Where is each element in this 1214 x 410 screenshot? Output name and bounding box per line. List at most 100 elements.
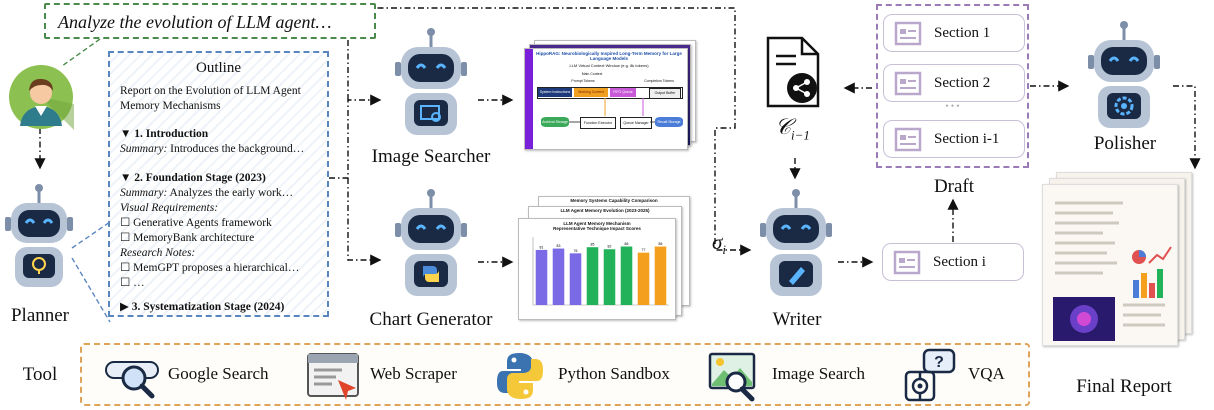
chart-data-label: 77: [642, 248, 646, 252]
outline-section-1: ▼ 1. Introduction: [120, 128, 209, 140]
web-scraper-icon: [307, 353, 359, 400]
user-avatar-icon: [9, 65, 74, 130]
image-doc-archival-storage: Archival Storage: [541, 117, 569, 127]
section-doc-icon: [893, 250, 921, 275]
context-subscript: i−1: [791, 127, 810, 143]
writer-label: Writer: [772, 309, 822, 330]
chart-bar: [603, 249, 616, 305]
tool-bar: Google Search Web Scraper Python Sandbox…: [80, 343, 1030, 406]
impact-bar-chart: 81 83 76 85 82 86 77 86: [532, 237, 669, 306]
image-doc-queue-manager: Queue Manager: [620, 117, 652, 129]
chart-result-stack: Memory Systems Capability Comparison LLM…: [518, 196, 698, 320]
tool-python-sandbox: Python Sandbox: [558, 364, 670, 383]
tool-google-search: Google Search: [168, 364, 269, 383]
context-symbol: 𝒞: [775, 114, 792, 139]
chart-data-label: 76: [574, 249, 578, 253]
chart-bar: [620, 246, 633, 305]
image-doc-output-buffer: Output Buffer: [649, 88, 681, 99]
chart-bar: [552, 248, 565, 305]
outline-section-2: ▼ 2. Foundation Stage (2023): [120, 172, 266, 184]
image-doc-recall-storage: Recall Storage: [655, 117, 683, 127]
image-doc-fifo-queue: FIFO Queue: [610, 88, 636, 97]
image-doc-main-context: Main Context: [581, 72, 603, 76]
draft-ellipsis: • • •: [945, 101, 960, 111]
current-section: Section i: [882, 243, 1024, 281]
chart-data-label: 82: [608, 245, 612, 249]
image-doc-title: HippoRAG: Neurobiologically Inspired Lon…: [536, 51, 682, 61]
draft-section-1: Section 1: [883, 14, 1025, 52]
sigma-symbol: σ: [712, 230, 723, 254]
image-doc-subtitle: LLM Virtual Context Window (e.g. 8k toke…: [569, 63, 649, 68]
chart-bar: [569, 253, 582, 305]
planner-robot-icon: [5, 184, 73, 287]
tool-image-search: Image Search: [772, 364, 865, 383]
chart-data-label: 86: [659, 242, 663, 246]
tool-vqa: VQA: [968, 364, 1005, 383]
image-search-icon: [708, 352, 756, 402]
section-doc-icon: [894, 21, 922, 46]
research-notes-label: Research Notes:: [120, 247, 196, 259]
chart-bar: [586, 247, 599, 305]
summary-text-2: Analyzes the early work…: [169, 187, 294, 199]
writer-robot-icon: [760, 189, 832, 296]
image-doc-prompt-tokens: Prompt Tokens: [571, 79, 595, 83]
draft-label: Draft: [933, 176, 975, 197]
section-doc-icon: [894, 71, 922, 96]
chart-generator-robot-icon: [395, 189, 467, 296]
chart-bar: [637, 252, 650, 305]
outline-title: Outline: [196, 60, 241, 76]
chart-bar: [535, 249, 548, 305]
polisher-label: Polisher: [1093, 133, 1157, 154]
draft-section-label: Section 1: [934, 25, 991, 41]
image-doc-working-context: Working Context: [574, 88, 608, 97]
research-note-1: ☐ MemGPT proposes a hierarchical…: [120, 262, 300, 274]
draft-section-i-minus-1: Section i-1: [883, 120, 1025, 158]
chart-data-label: 86: [625, 242, 629, 246]
chart-doc-mid-title: LLM Agent Memory Evolution (2023-2025): [560, 208, 650, 213]
chart-doc-back-title: Memory Systems Capability Comparison: [570, 198, 658, 203]
chart-bar: [654, 246, 667, 305]
google-search-icon: [105, 361, 159, 399]
draft-section-label: Section i-1: [934, 131, 1000, 147]
query-text: Analyze the evolution of LLM agent…: [58, 12, 332, 32]
image-searcher-robot-icon: [395, 28, 467, 135]
context-document-icon: [766, 36, 820, 108]
sigma-subscript: i: [722, 242, 726, 258]
current-section-label: Section i: [933, 254, 986, 270]
tool-label: Tool: [22, 364, 58, 385]
final-report-label: Final Report: [1076, 376, 1172, 397]
chart-data-label: 85: [591, 243, 595, 247]
draft-section-2: Section 2: [883, 64, 1025, 102]
outline-section-3: ▶ 3. Systematization Stage (2024): [120, 301, 285, 313]
final-report-document: [1042, 172, 1192, 370]
research-note-2: ☐ …: [120, 277, 145, 289]
image-doc-function-executor: Function Executor: [580, 117, 616, 129]
context-label: 𝒞i−1: [775, 114, 810, 143]
image-doc-system-instructions: System Instructions: [538, 88, 572, 97]
query-bubble: Analyze the evolution of LLM agent…: [44, 3, 376, 39]
chart-doc-title-line1: LLM Agent Memory Mechanism: [563, 221, 631, 226]
section-doc-icon: [894, 127, 922, 152]
chart-generator-label: Chart Generator: [369, 309, 493, 330]
vqa-icon: ?: [904, 348, 956, 402]
chart-doc-title-line2: Representative Technique Impact Scores: [553, 226, 641, 231]
visual-requirements-label: Visual Requirements:: [120, 202, 219, 214]
report-title-line2: Memory Mechanisms: [120, 100, 221, 112]
outline-panel: Outline Report on the Evolution of LLM A…: [108, 51, 329, 317]
svg-text:?: ?: [934, 354, 944, 371]
report-title-line1: Report on the Evolution of LLM Agent: [120, 85, 301, 97]
summary-label-1: Summary:: [120, 143, 168, 155]
image-searcher-label: Image Searcher: [371, 146, 491, 167]
tool-web-scraper: Web Scraper: [370, 364, 457, 383]
image-result-stack: HippoRAG: Neurobiologically Inspired Lon…: [524, 40, 696, 150]
polisher-robot-icon: [1088, 21, 1160, 128]
python-icon: [497, 353, 543, 399]
draft-box: Section 1 Section 2 • • • Section i-1: [876, 4, 1029, 168]
visual-requirement-1: ☐ Generative Agents framework: [120, 217, 272, 229]
visual-requirement-2: ☐ MemoryBank architecture: [120, 232, 255, 244]
chart-data-label: 83: [557, 244, 561, 248]
summary-label-2: Summary:: [120, 187, 168, 199]
planner-label: Planner: [10, 305, 70, 326]
draft-section-label: Section 2: [934, 75, 991, 91]
chart-data-label: 81: [540, 245, 544, 249]
